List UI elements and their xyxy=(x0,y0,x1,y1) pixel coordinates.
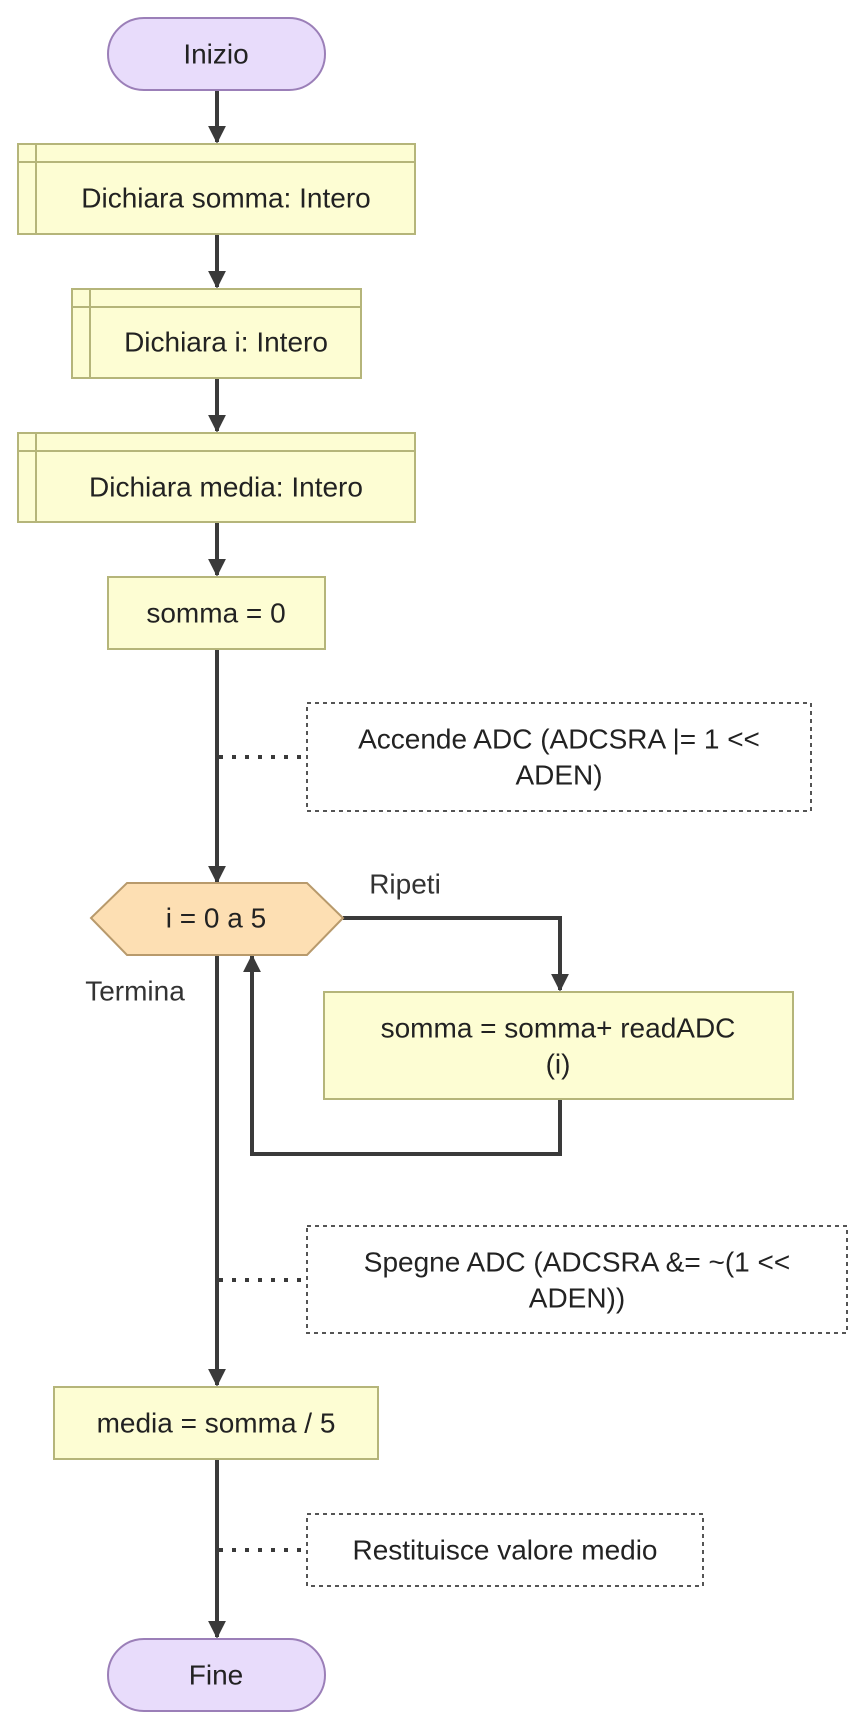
start-label: Inizio xyxy=(183,39,248,70)
end-label: Fine xyxy=(189,1660,243,1691)
declare-media-node: Dichiara media: Intero xyxy=(17,432,416,523)
comment-return-value: Restituisce valore medio xyxy=(306,1513,704,1587)
comment-disable-line-2: ADEN)) xyxy=(529,1283,625,1314)
declare-somma-label: Dichiara somma: Intero xyxy=(81,183,370,214)
comment-disable-line-1: Spegne ADC (ADCSRA &= ~(1 << xyxy=(364,1247,790,1278)
loop-body-node: somma = somma+ readADC (i) xyxy=(323,991,794,1100)
connector-loop-to-body xyxy=(343,916,569,992)
comment-enable-line-2: ADEN) xyxy=(515,760,602,791)
loop-body-line-2: (i) xyxy=(546,1049,571,1080)
declare-i-label: Dichiara i: Intero xyxy=(124,327,328,358)
start-node: Inizio xyxy=(107,17,326,91)
connector-body-back-to-loop xyxy=(243,954,562,1156)
end-node: Fine xyxy=(107,1638,326,1712)
loop-exit-label: Termina xyxy=(85,976,185,1007)
loop-body-line-1: somma = somma+ readADC xyxy=(381,1013,736,1044)
comment-return-label: Restituisce valore medio xyxy=(352,1535,657,1566)
average-node: media = somma / 5 xyxy=(53,1386,379,1460)
declare-i-node: Dichiara i: Intero xyxy=(71,288,362,379)
loop-repeat-label: Ripeti xyxy=(369,869,441,900)
comment-enable-line-1: Accende ADC (ADCSRA |= 1 << xyxy=(358,724,760,755)
comment-enable-adc: Accende ADC (ADCSRA |= 1 << ADEN) xyxy=(306,702,812,812)
declare-somma-node: Dichiara somma: Intero xyxy=(17,143,416,235)
loop-node: i = 0 a 5 xyxy=(89,882,345,956)
comment-disable-adc: Spegne ADC (ADCSRA &= ~(1 << ADEN)) xyxy=(306,1225,848,1334)
init-somma-label: somma = 0 xyxy=(146,598,285,629)
loop-label: i = 0 a 5 xyxy=(166,903,266,934)
average-label: media = somma / 5 xyxy=(97,1408,336,1439)
init-somma-node: somma = 0 xyxy=(107,576,326,650)
declare-media-label: Dichiara media: Intero xyxy=(89,472,363,503)
